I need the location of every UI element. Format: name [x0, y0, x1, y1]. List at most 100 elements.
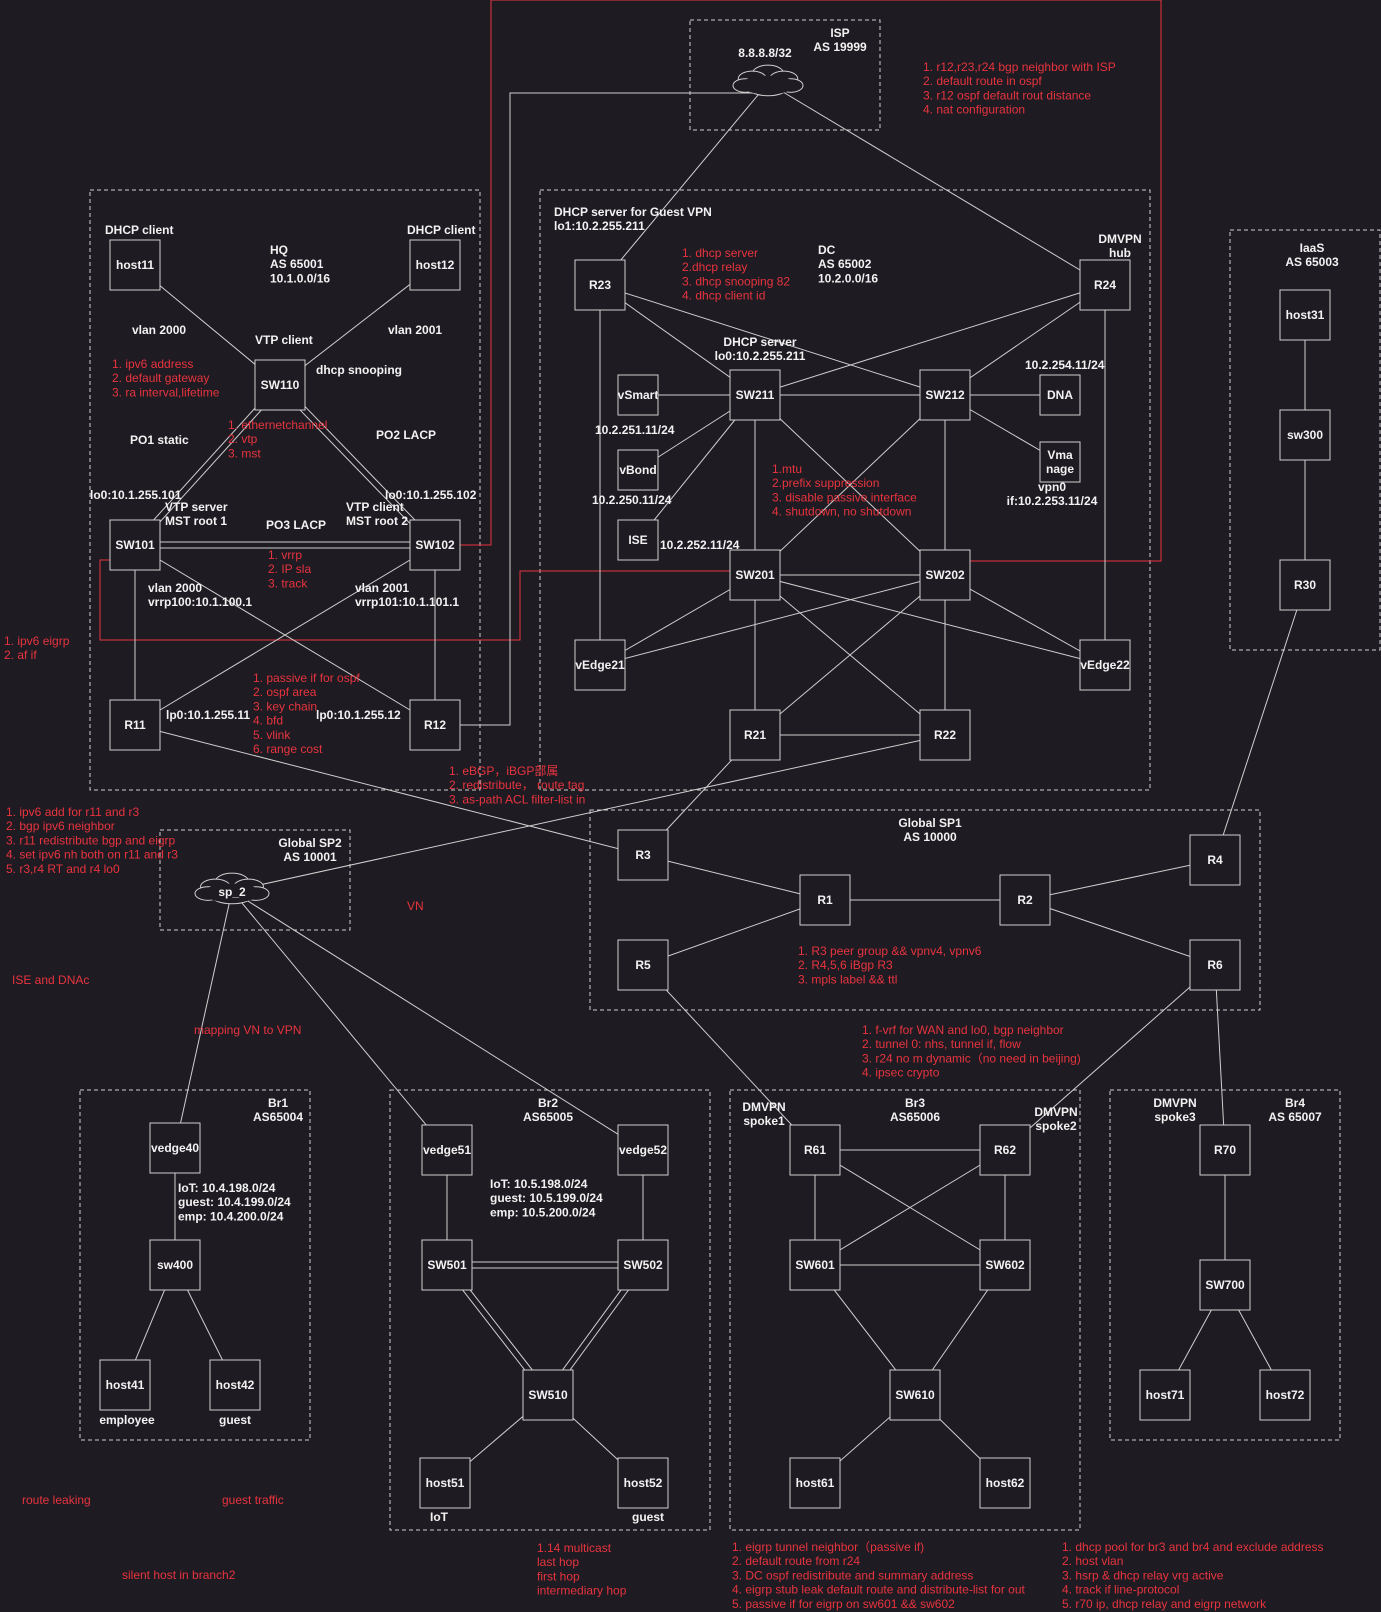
node-vedge21[interactable]: vEdge21 — [574, 639, 626, 691]
note-silent-host: silent host in branch2 — [122, 1568, 236, 1582]
node-label: SW700 — [1205, 1278, 1245, 1292]
node-vedge52[interactable]: vedge52 — [617, 1124, 669, 1176]
link-R23-SW212 — [599, 284, 946, 396]
node-host12[interactable]: host12 — [409, 239, 461, 291]
node-host51[interactable]: host51 — [419, 1457, 471, 1509]
link-R2-R4 — [1024, 859, 1216, 901]
node-vbond[interactable]: vBond — [617, 449, 659, 491]
node-r22[interactable]: R22 — [919, 709, 971, 761]
node-label: host41 — [106, 1378, 145, 1392]
node-vedge51[interactable]: vedge51 — [421, 1124, 473, 1176]
node-host52[interactable]: host52 — [617, 1457, 669, 1509]
node-sw510[interactable]: SW510 — [522, 1369, 574, 1421]
node-vedge40[interactable]: vedge40 — [149, 1122, 201, 1174]
node-label: host12 — [416, 258, 455, 272]
node-r23[interactable]: R23 — [574, 259, 626, 311]
node-sw102[interactable]: SW102 — [409, 519, 461, 571]
node-r12[interactable]: R12 — [409, 699, 461, 751]
node-r61[interactable]: R61 — [789, 1124, 841, 1176]
node-label: SW102 — [415, 538, 455, 552]
node-r21[interactable]: R21 — [729, 709, 781, 761]
node-label: SW610 — [895, 1388, 935, 1402]
node-host61[interactable]: host61 — [789, 1457, 841, 1509]
node-host72[interactable]: host72 — [1259, 1369, 1311, 1421]
label-lo-r12: lp0:10.1.255.12 — [316, 708, 401, 722]
node-r3[interactable]: R3 — [617, 829, 669, 881]
red-annotation-path-isp — [460, 0, 1162, 562]
node-label: SW101 — [115, 538, 155, 552]
node-host42[interactable]: host42 — [209, 1359, 261, 1411]
node-label: vEdge22 — [1080, 658, 1130, 672]
label-host52-role: guest — [632, 1510, 664, 1524]
node-sw501[interactable]: SW501 — [421, 1239, 473, 1291]
link-R6-R70 — [1214, 964, 1226, 1151]
label-po3: PO3 LACP — [266, 518, 326, 532]
node-sw202[interactable]: SW202 — [919, 549, 971, 601]
node-host41[interactable]: host41 — [99, 1359, 151, 1411]
node-r5[interactable]: R5 — [617, 939, 669, 991]
node-r62[interactable]: R62 — [979, 1124, 1031, 1176]
node-sw601[interactable]: SW601 — [789, 1239, 841, 1291]
node-label: SW212 — [925, 388, 965, 402]
node-r2[interactable]: R2 — [999, 874, 1051, 926]
node-ise[interactable]: ISE — [617, 519, 659, 561]
node-sw300[interactable]: sw300 — [1279, 409, 1331, 461]
node-r11[interactable]: R11 — [109, 699, 161, 751]
node-r70[interactable]: R70 — [1199, 1124, 1251, 1176]
node-vedge22[interactable]: vEdge22 — [1079, 639, 1131, 691]
node-label: R22 — [934, 728, 956, 742]
node-host62[interactable]: host62 — [979, 1457, 1031, 1509]
label-dhcp-client-right: DHCP client — [407, 223, 475, 237]
node-sw212[interactable]: SW212 — [919, 369, 971, 421]
node-label: ISE — [628, 533, 647, 547]
node-host71[interactable]: host71 — [1139, 1369, 1191, 1421]
label-vlan2001-top: vlan 2001 — [388, 323, 442, 337]
note-dhcp-pool-tasks: 1. dhcp pool for br3 and br4 and exclude… — [1062, 1540, 1324, 1611]
node-sw610[interactable]: SW610 — [889, 1369, 941, 1421]
node-sw101[interactable]: SW101 — [109, 519, 161, 571]
link-SW201-vEdge21 — [599, 574, 756, 666]
node-r30[interactable]: R30 — [1279, 559, 1331, 611]
node-sw110[interactable]: SW110 — [254, 359, 306, 411]
link-R24-SW211 — [754, 284, 1106, 396]
note-mapping: mapping VN to VPN — [194, 1023, 301, 1037]
link-R2-R6 — [1024, 899, 1216, 966]
node-label: SW501 — [427, 1258, 467, 1272]
node-sw400[interactable]: sw400 — [149, 1239, 201, 1291]
node-r24[interactable]: R24 — [1079, 259, 1131, 311]
node-vsmart[interactable]: vSmart — [617, 374, 659, 416]
node-r1[interactable]: R1 — [799, 874, 851, 926]
node-sw602[interactable]: SW602 — [979, 1239, 1031, 1291]
node-host31[interactable]: host31 — [1279, 289, 1331, 341]
node-label: host52 — [624, 1476, 663, 1490]
node-sw211[interactable]: SW211 — [729, 369, 781, 421]
node-label: R1 — [817, 893, 833, 907]
node-dna[interactable]: DNA — [1039, 374, 1081, 416]
node-label: R6 — [1207, 958, 1223, 972]
node-label: SW502 — [623, 1258, 663, 1272]
node-label: host42 — [216, 1378, 255, 1392]
link-sp2-vedge51 — [231, 890, 448, 1151]
node-r4[interactable]: R4 — [1189, 834, 1241, 886]
node-label: R5 — [635, 958, 651, 972]
note-guest-traffic: guest traffic — [222, 1493, 284, 1507]
node-host11[interactable]: host11 — [109, 239, 161, 291]
node-sw201[interactable]: SW201 — [729, 549, 781, 601]
node-sw502[interactable]: SW502 — [617, 1239, 669, 1291]
node-sw700[interactable]: SW700 — [1199, 1259, 1251, 1311]
node-r6[interactable]: R6 — [1189, 939, 1241, 991]
